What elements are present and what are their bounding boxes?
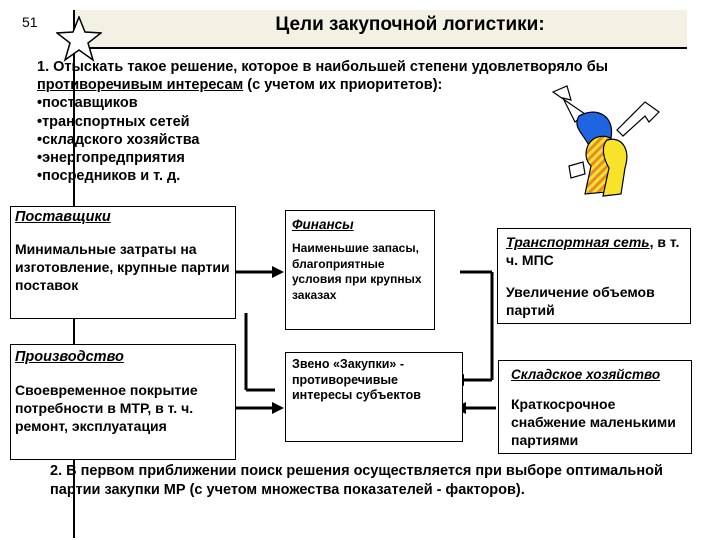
production-text: Своевременное покрытие потребности в МТР…	[15, 382, 198, 434]
warehouse-box: Складское хозяйство Краткосрочное снабже…	[498, 360, 692, 454]
slide-number: 51	[22, 14, 38, 30]
title-band	[75, 10, 687, 49]
connector-paths	[236, 270, 496, 410]
production-box: Производство Своевременное покрытие потр…	[10, 344, 236, 460]
bullet-item: •складского хозяйства	[37, 131, 200, 148]
bullet-item: •энергопредприятия	[37, 150, 185, 167]
finance-box: Финансы Наименьшие запасы, благоприятные…	[285, 210, 435, 330]
transport-header-line: Транспортная сеть, в т. ч. МПС	[506, 233, 686, 269]
bullet-item: •посредников и т. д.	[37, 168, 181, 185]
goal-two-text: 2. В первом приближении поиск решения ос…	[50, 463, 663, 498]
page-title: Цели закупочной логистики:	[275, 14, 545, 35]
bullet-item: •поставщиков	[37, 95, 138, 112]
transport-header: Транспортная сеть	[506, 234, 650, 250]
goal-one-line1: 1. Отыскать такое решение, которое в наи…	[37, 59, 609, 75]
transport-header-suffix: , в т. ч. МПС	[506, 234, 680, 268]
production-header: Производство	[15, 349, 124, 365]
goal-one-line2: противоречивым интересам (с учетом их пр…	[37, 76, 687, 94]
tug-of-war-figures-icon	[551, 85, 660, 197]
finance-header: Финансы	[292, 217, 354, 232]
star-icon	[56, 16, 102, 62]
contradictory-interests-phrase: противоречивым интересам	[37, 77, 244, 94]
procurement-center-box: Звено «Закупки» - противоречивые интерес…	[285, 352, 463, 442]
suppliers-box: Поставщики Минимальные затраты на изгото…	[10, 206, 236, 319]
suppliers-header: Поставщики	[15, 209, 111, 225]
transport-text: Увеличение объемов партий	[506, 284, 655, 318]
bullet-item: •транспортных сетей	[37, 113, 190, 130]
transport-box: Транспортная сеть, в т. ч. МПС Увеличени…	[497, 228, 691, 324]
priorities-note: (с учетом их приоритетов):	[243, 77, 443, 94]
suppliers-text: Минимальные затраты на изготовление, кру…	[15, 241, 230, 293]
goal-one-block: 1. Отыскать такое решение, которое в наи…	[37, 58, 687, 185]
procurement-center-text: Звено «Закупки» - противоречивые интерес…	[292, 357, 421, 402]
warehouse-text: Краткосрочное снабжение маленькими парти…	[511, 396, 676, 448]
warehouse-header: Складское хозяйство	[511, 367, 661, 382]
finance-text: Наименьшие запасы, благоприятные условия…	[292, 241, 422, 302]
